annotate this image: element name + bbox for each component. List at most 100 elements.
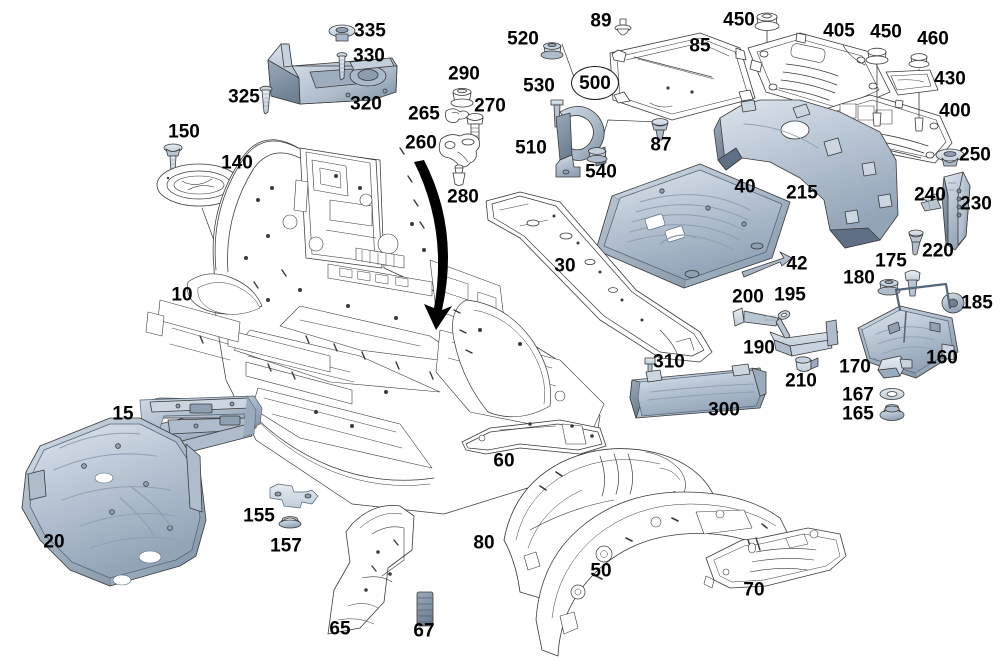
callout-42[interactable]: 42 [786, 253, 808, 275]
part-167-washer [879, 388, 905, 400]
callout-335[interactable]: 335 [354, 20, 386, 42]
part-42-arrow-marker [741, 251, 793, 278]
callout-180[interactable]: 180 [843, 267, 875, 289]
callout-89[interactable]: 89 [590, 10, 612, 32]
part-87-bolt [651, 118, 669, 141]
part-65-rear-quarter-inner [327, 505, 415, 635]
callout-325[interactable]: 325 [228, 86, 260, 108]
callout-460[interactable]: 460 [917, 28, 949, 50]
callout-85[interactable]: 85 [689, 35, 711, 57]
callout-60[interactable]: 60 [493, 450, 515, 472]
callout-175[interactable]: 175 [875, 250, 907, 272]
callout-260[interactable]: 260 [405, 132, 437, 154]
callout-405[interactable]: 405 [823, 20, 855, 42]
callout-510[interactable]: 510 [515, 137, 547, 159]
part-170-retaining-clip [877, 355, 913, 379]
callout-167[interactable]: 167 [842, 384, 874, 406]
callout-65[interactable]: 65 [329, 618, 351, 640]
callout-165[interactable]: 165 [842, 403, 874, 425]
part-67-foam-block [416, 591, 434, 627]
callout-300[interactable]: 300 [708, 399, 740, 421]
callout-50[interactable]: 50 [590, 560, 612, 582]
part-300-cross-beam [629, 363, 767, 419]
part-165-rubber-mount [879, 404, 905, 421]
part-200-stud-bolt [732, 307, 779, 327]
callout-87[interactable]: 87 [650, 134, 672, 156]
part-210-hex-nut [795, 356, 819, 372]
part-450a-flange-nut [754, 12, 780, 93]
part-157-plug-cap [278, 516, 302, 529]
callout-70[interactable]: 70 [743, 579, 765, 601]
part-405-underbody-panel-front [747, 32, 891, 117]
part-175-hex-bolt [904, 270, 921, 297]
callout-530[interactable]: 530 [523, 75, 555, 97]
callout-320[interactable]: 320 [350, 93, 382, 115]
part-265-clamp-bracket [445, 108, 470, 123]
part-460-flange-nut [908, 53, 930, 132]
callout-230[interactable]: 230 [960, 193, 992, 215]
part-89-expansion-rivet [614, 18, 632, 36]
part-140-grommet-oval [156, 163, 242, 301]
callout-140[interactable]: 140 [221, 152, 253, 174]
callout-190[interactable]: 190 [743, 337, 775, 359]
part-190-wire-bracket [769, 317, 839, 357]
callout-185[interactable]: 185 [961, 292, 993, 314]
install-arrow [414, 160, 452, 330]
part-40-floor-pan [595, 163, 791, 289]
part-330-tapping-screw [336, 52, 348, 81]
callout-210[interactable]: 210 [785, 370, 817, 392]
callout-20[interactable]: 20 [43, 531, 65, 553]
part-160-battery-carrier-tray [857, 282, 959, 379]
callout-500[interactable]: 500 [571, 66, 619, 100]
part-320-subframe-mount [267, 43, 398, 105]
callout-67[interactable]: 67 [413, 620, 435, 642]
part-85-battery-tray-frame [609, 32, 756, 121]
part-70-rear-floor-bracket [703, 527, 847, 589]
callout-215[interactable]: 215 [786, 182, 818, 204]
part-335-cap-plug [328, 24, 356, 42]
part-280-stud-pin [452, 164, 466, 186]
part-540-flange-nut [586, 147, 608, 163]
callout-450a[interactable]: 450 [723, 9, 755, 31]
callout-520[interactable]: 520 [507, 28, 539, 50]
callout-400[interactable]: 400 [939, 100, 971, 122]
part-325-screw [259, 85, 273, 115]
callout-150[interactable]: 150 [168, 121, 200, 143]
callout-290[interactable]: 290 [448, 63, 480, 85]
part-10-body-floor-assembly [145, 139, 605, 515]
part-60-sill-reinforcement [461, 419, 607, 455]
callout-265[interactable]: 265 [408, 103, 440, 125]
part-430-deflector-strip [885, 69, 939, 96]
callout-240[interactable]: 240 [914, 184, 946, 206]
part-30-tunnel-reinforcement [485, 191, 713, 363]
callout-10[interactable]: 10 [171, 284, 193, 306]
callout-160[interactable]: 160 [926, 347, 958, 369]
callout-40[interactable]: 40 [734, 176, 756, 198]
part-240-clip-retainer [920, 193, 942, 212]
callout-330[interactable]: 330 [353, 45, 385, 67]
part-230-support-bracket [941, 171, 971, 251]
callout-200[interactable]: 200 [732, 286, 764, 308]
callout-540[interactable]: 540 [585, 161, 617, 183]
part-400-underbody-panel-rear [821, 94, 953, 164]
callout-450b[interactable]: 450 [870, 21, 902, 43]
callout-80[interactable]: 80 [473, 532, 495, 554]
callout-270[interactable]: 270 [474, 95, 506, 117]
part-155-mounting-plate [269, 483, 319, 509]
part-520-flange-nut [540, 42, 564, 60]
callout-170[interactable]: 170 [839, 356, 871, 378]
part-260-mounting-bracket [438, 133, 480, 168]
part-290-flange-nut [450, 88, 474, 108]
callout-30[interactable]: 30 [554, 255, 576, 277]
callout-280[interactable]: 280 [447, 186, 479, 208]
callout-157[interactable]: 157 [270, 535, 302, 557]
callout-310[interactable]: 310 [653, 351, 685, 373]
callout-430[interactable]: 430 [934, 68, 966, 90]
callout-220[interactable]: 220 [922, 240, 954, 262]
part-215-rear-axle-shield [713, 99, 899, 249]
callout-195[interactable]: 195 [774, 284, 806, 306]
callout-250[interactable]: 250 [959, 144, 991, 166]
callout-15[interactable]: 15 [112, 403, 134, 425]
callout-155[interactable]: 155 [243, 505, 275, 527]
